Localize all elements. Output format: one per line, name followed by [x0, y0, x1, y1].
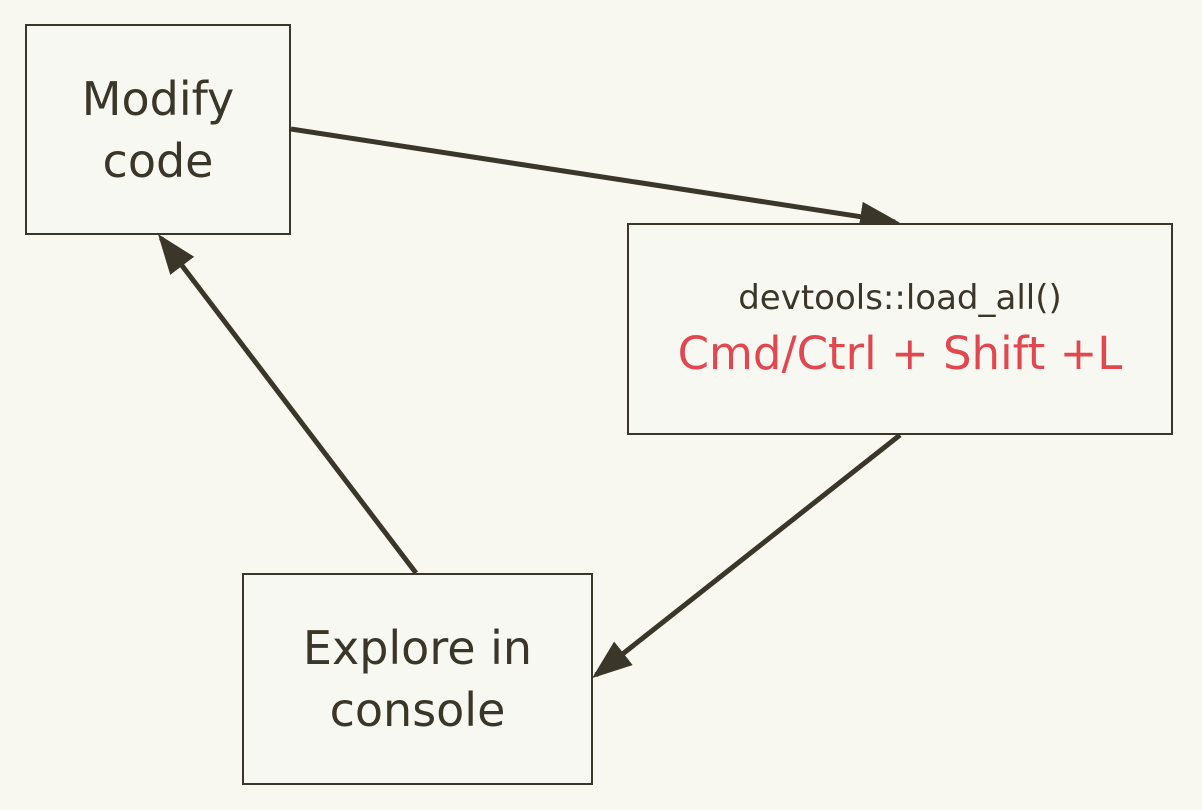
node-explore-label-line2: console [329, 683, 506, 737]
node-explore-label-line1: Explore in [302, 621, 533, 675]
node-load-all: devtools::load_all() Cmd/Ctrl + Shift +L [627, 223, 1173, 435]
node-modify-label-line2: code [102, 133, 214, 188]
node-modify-label-line1: Modify [81, 71, 235, 126]
node-explore-console: Explore in console [242, 573, 593, 785]
edge-modify-to-load [290, 126, 900, 232]
edge-load-to-explore [592, 433, 902, 679]
node-load-shortcut: Cmd/Ctrl + Shift +L [677, 327, 1123, 380]
node-load-command: devtools::load_all() [738, 278, 1062, 318]
edge-explore-to-modify [157, 234, 418, 575]
node-modify-code: Modify code [25, 24, 291, 235]
